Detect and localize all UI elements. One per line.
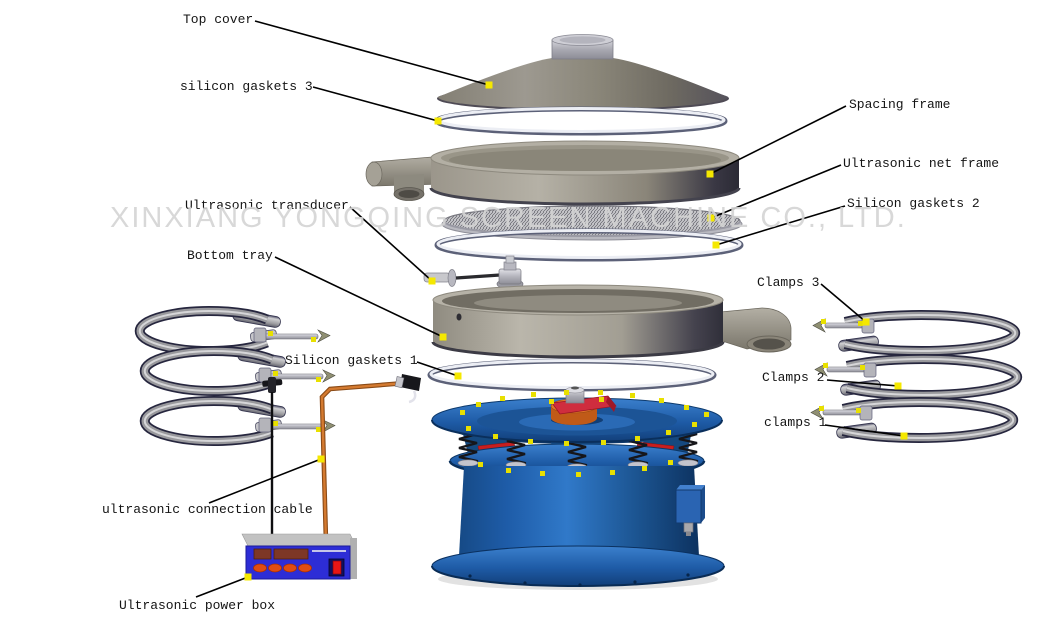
connection-cable-black — [262, 377, 283, 542]
ultrasonic-transducer-part — [423, 255, 524, 290]
leader-silicon-gaskets-1 — [416, 361, 462, 380]
leader-top-cover — [254, 20, 493, 89]
display-window-small — [253, 548, 272, 560]
connection-cable-orange — [319, 374, 421, 543]
label-clamps-3: Clamps 3 — [757, 275, 820, 290]
leader-silicon-gaskets-2 — [712, 205, 846, 249]
top-cover-part — [437, 34, 729, 111]
leader-power-box — [195, 573, 252, 598]
label-ultrasonic-transducer: Ultrasonic transducer — [185, 198, 349, 213]
junction-box — [675, 485, 705, 536]
label-ultrasonic-connection-cable: ultrasonic connection cable — [102, 502, 313, 517]
left-clamp-2 — [139, 346, 336, 396]
leader-clamps-3 — [820, 283, 870, 326]
power-box-panel-text — [312, 550, 346, 552]
left-clamp-3 — [134, 306, 331, 356]
panel-button — [253, 563, 267, 573]
right-clamp-1 — [810, 397, 1019, 443]
label-clamps-1: clamps 1 — [764, 415, 827, 430]
company-watermark: XINXIANG YONGQING SCREEN MACHINE CO., LT… — [110, 202, 907, 234]
label-clamps-2: Clamps 2 — [762, 370, 825, 385]
right-clamp-2 — [814, 354, 1023, 400]
right-clamp-3 — [812, 310, 1021, 356]
label-silicon-gaskets-1: Silicon gaskets 1 — [285, 353, 418, 368]
label-silicon-gaskets-3: silicon gaskets 3 — [180, 79, 313, 94]
leader-ultrasonic-transducer — [349, 206, 436, 285]
leader-silicon-gaskets-3 — [312, 86, 442, 125]
label-ultrasonic-power-box: Ultrasonic power box — [119, 598, 276, 613]
spacing-frame-part — [365, 140, 741, 206]
bottom-tray-part — [431, 284, 792, 359]
leader-spacing-frame — [706, 105, 847, 178]
leader-bottom-tray — [274, 256, 447, 341]
silicon-gasket-2-part — [434, 228, 744, 262]
leader-clamps-1 — [824, 424, 908, 440]
leader-ultrasonic-net-frame — [707, 164, 842, 222]
silicon-gasket-3-part — [434, 106, 728, 136]
display-window-wide — [273, 548, 309, 560]
panel-button — [283, 563, 297, 573]
label-top-cover: Top cover — [183, 12, 254, 27]
machine-base-part — [431, 386, 725, 590]
leader-lines — [195, 20, 908, 598]
ultrasonic-power-box-part — [241, 533, 357, 580]
label-bottom-tray: Bottom tray — [187, 248, 273, 263]
left-clamp-1 — [139, 396, 336, 446]
silicon-gasket-1-part — [427, 358, 717, 392]
leader-clamps-2 — [826, 379, 902, 390]
label-spacing-frame: Spacing frame — [849, 97, 951, 112]
panel-button — [268, 563, 282, 573]
label-silicon-gaskets-2: Silicon gaskets 2 — [847, 196, 980, 211]
label-ultrasonic-net-frame: Ultrasonic net frame — [843, 156, 1000, 171]
leader-connection-cable — [208, 455, 325, 504]
panel-button — [298, 563, 312, 573]
